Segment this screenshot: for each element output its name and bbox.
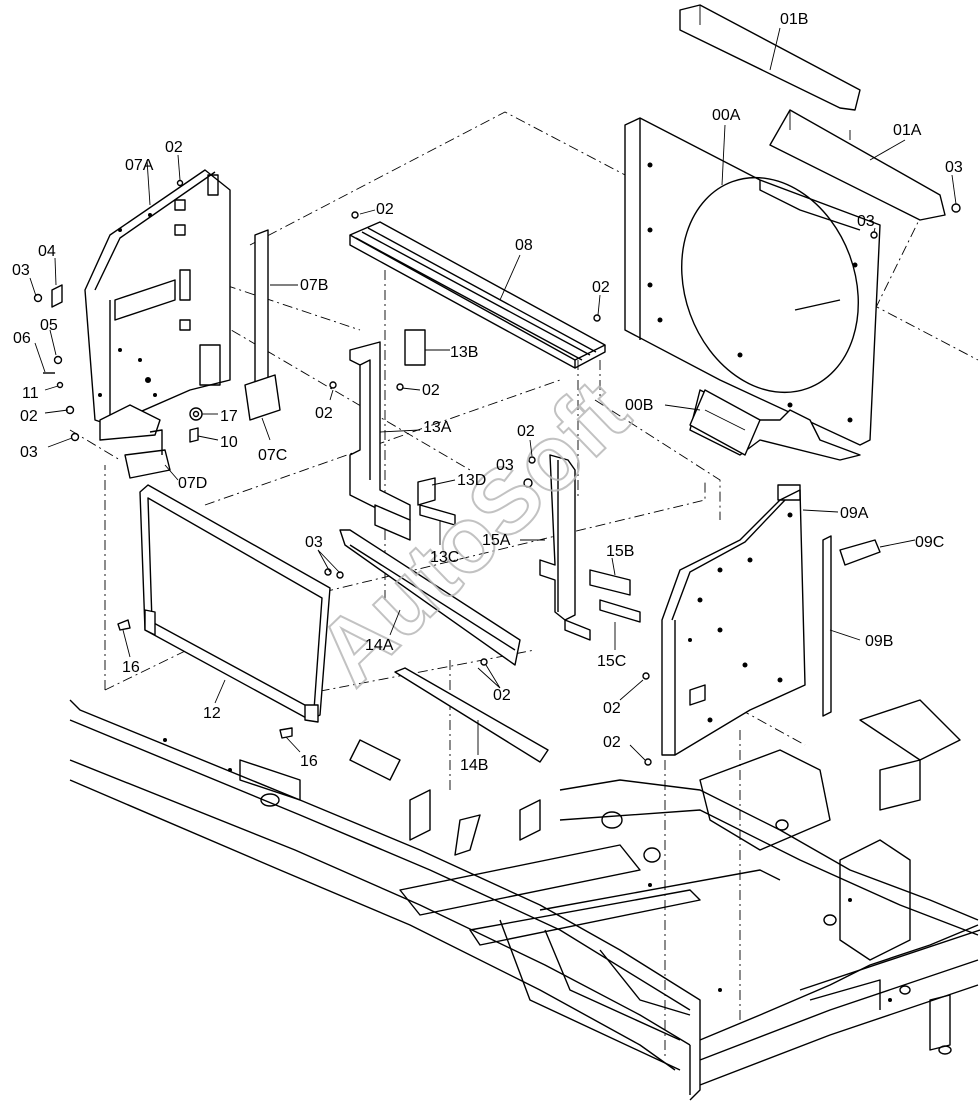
callout-09C: 09C — [915, 534, 944, 551]
callout-14A: 14A — [365, 637, 394, 654]
seal-07D — [124, 429, 171, 479]
seals-14A-14B — [324, 529, 549, 763]
callout-06: 06 — [13, 330, 31, 347]
callout-01A: 01A — [893, 122, 922, 139]
callout-03: 03 — [305, 534, 323, 551]
seal-09B — [822, 535, 832, 717]
callout-09B: 09B — [865, 633, 893, 650]
seals-13C-13D — [417, 477, 456, 526]
callout-07C: 07C — [258, 447, 287, 464]
fan-shroud-00A — [624, 117, 881, 446]
callout-03: 03 — [20, 444, 38, 461]
callout-16: 16 — [122, 659, 140, 676]
callout-15B: 15B — [606, 543, 634, 560]
callout-02: 02 — [603, 700, 621, 717]
callout-02: 02 — [493, 687, 511, 704]
bracket-13A — [329, 329, 426, 541]
callout-13B: 13B — [450, 344, 478, 361]
callout-01B: 01B — [780, 11, 808, 28]
leader-lines — [29, 27, 957, 761]
callout-07B: 07B — [300, 277, 328, 294]
callout-02: 02 — [592, 279, 610, 296]
callout-13D: 13D — [457, 472, 486, 489]
callout-11: 11 — [22, 385, 39, 402]
callout-02: 02 — [376, 201, 394, 218]
seal-07B — [254, 229, 269, 391]
callout-10: 10 — [220, 434, 238, 451]
callout-05: 05 — [40, 317, 58, 334]
left-hardware — [33, 179, 203, 443]
bracket-15A — [523, 454, 641, 641]
screen-12 — [117, 484, 331, 739]
top-plate-08 — [349, 211, 606, 369]
callout-09A: 09A — [840, 505, 869, 522]
callout-00B: 00B — [625, 397, 653, 414]
callout-02: 02 — [165, 139, 183, 156]
chassis-frame — [69, 699, 980, 1101]
callout-16: 16 — [300, 753, 318, 770]
callout-14B: 14B — [460, 757, 488, 774]
callout-13C: 13C — [430, 549, 459, 566]
callout-02: 02 — [20, 408, 38, 425]
callout-labels: 01B 01A 00A 03 03 00B 02 08 02 13B 02 02… — [12, 11, 963, 774]
callout-02: 02 — [603, 734, 621, 751]
callout-03: 03 — [857, 213, 875, 230]
callout-00A: 00A — [712, 107, 741, 124]
callout-03: 03 — [945, 159, 963, 176]
callout-02: 02 — [517, 423, 535, 440]
callout-12: 12 — [203, 705, 221, 722]
callout-07A: 07A — [125, 157, 154, 174]
callout-02: 02 — [422, 382, 440, 399]
callout-15C: 15C — [597, 653, 626, 670]
callout-02: 02 — [315, 405, 333, 422]
seal-09C — [839, 539, 881, 566]
callout-15A: 15A — [482, 532, 511, 549]
seal-00B — [689, 389, 861, 461]
callout-03: 03 — [12, 262, 30, 279]
callout-04: 04 — [38, 243, 56, 260]
callout-07D: 07D — [178, 475, 207, 492]
callout-03: 03 — [496, 457, 514, 474]
seal-07C — [244, 374, 281, 421]
callout-17: 17 — [220, 408, 238, 425]
callout-08: 08 — [515, 237, 533, 254]
callout-13A: 13A — [423, 419, 452, 436]
side-plate-09A — [642, 484, 806, 766]
side-plate-07A — [84, 169, 231, 441]
seal-strips-01 — [679, 4, 961, 239]
